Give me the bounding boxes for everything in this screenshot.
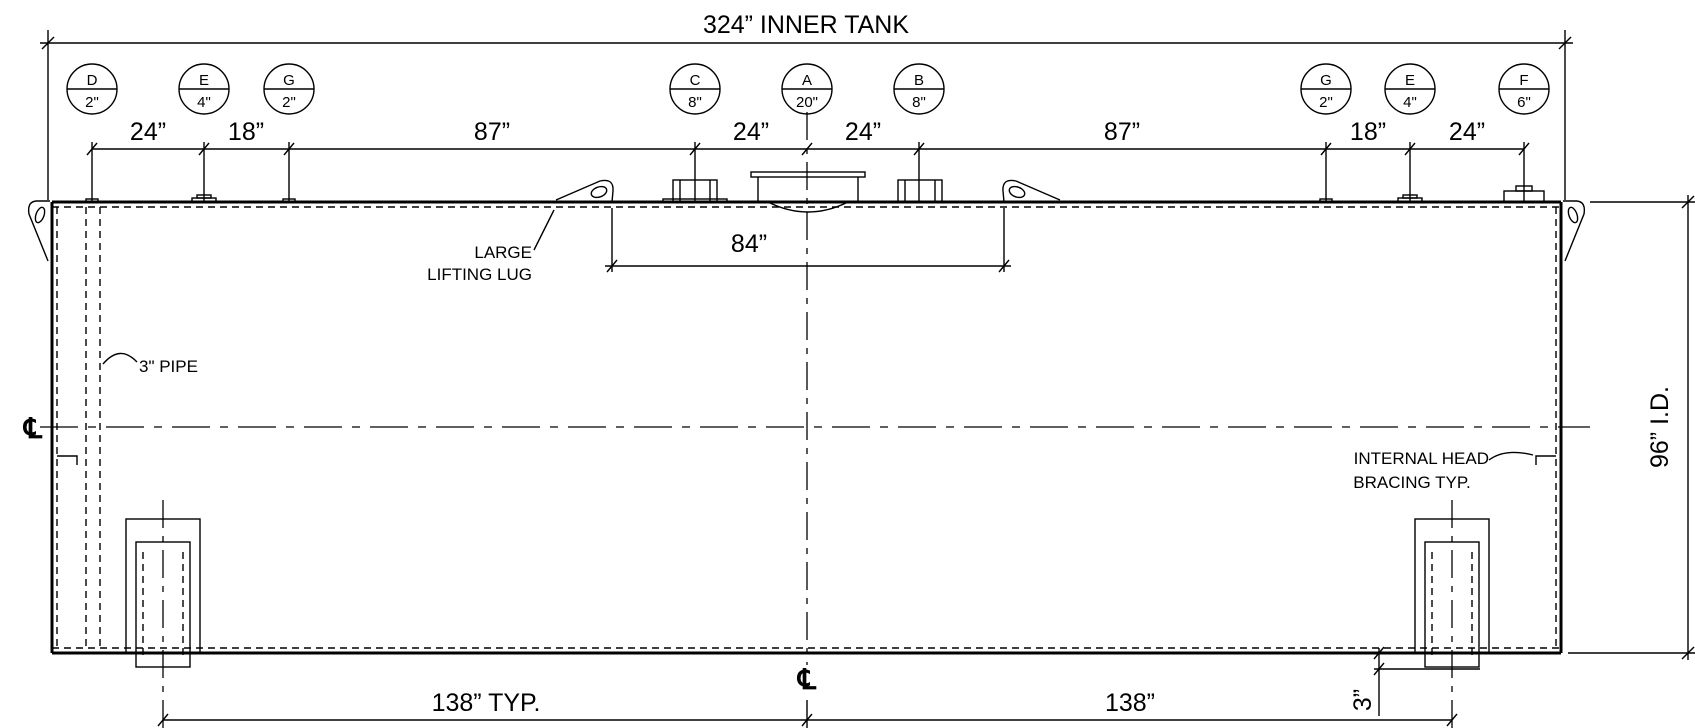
- nozzle-tag-g-right: G 2": [1300, 63, 1352, 115]
- nozzle-tag-g: G 2": [263, 63, 315, 115]
- nozzle-b-body: [897, 179, 943, 203]
- nozzle-tag-letter: A: [802, 72, 812, 89]
- dimension-label: 18”: [228, 118, 264, 146]
- saddle-left: [125, 500, 201, 728]
- lifting-lug-note-line2: LIFTING LUG: [427, 265, 532, 284]
- dimension-label: 24”: [845, 118, 881, 146]
- height-label: 96” I.D.: [1646, 386, 1674, 468]
- nozzle-tag-letter: G: [1320, 72, 1332, 89]
- nozzle-tag-letter: E: [1405, 72, 1415, 89]
- lifting-lug-left: [555, 179, 614, 203]
- clearance-dimension: 3”: [1349, 646, 1480, 716]
- nozzle-tag-size: 8": [912, 94, 926, 111]
- pipe-3in: 3" PIPE: [85, 207, 198, 650]
- nozzle-tag-e-right: E 4": [1384, 63, 1436, 115]
- nozzle-tag-size: 8": [688, 94, 702, 111]
- centerline-symbol: ℄: [796, 663, 817, 696]
- nozzle-tag-letter: B: [914, 72, 924, 89]
- nozzle-g-stub-right: [1319, 198, 1333, 203]
- nozzle-tag-size: 20": [796, 94, 818, 111]
- end-lug-right: [1563, 200, 1586, 262]
- overall-dimension-label: 324” INNER TANK: [703, 11, 909, 39]
- dimension-label: 87”: [1104, 118, 1140, 146]
- nozzle-f-stub: [1503, 185, 1545, 203]
- saddle-right: [1414, 500, 1490, 728]
- lifting-lug-note-line1: LARGE: [474, 243, 532, 262]
- bracing-note-line1: INTERNAL HEAD: [1354, 449, 1489, 468]
- nozzle-g-stub: [282, 198, 296, 203]
- saddle-spacing-left-label: 138” TYP.: [432, 689, 541, 717]
- head-bracing-left: [57, 455, 78, 465]
- dimension-label: 87”: [474, 118, 510, 146]
- head-bracing-right: [1535, 455, 1556, 465]
- nozzle-tag-size: 2": [282, 94, 296, 111]
- nozzle-tag-letter: D: [87, 72, 98, 89]
- bracing-note: INTERNAL HEAD BRACING TYP.: [1353, 449, 1534, 492]
- manway-a: [750, 171, 866, 213]
- nozzle-c-body: [662, 179, 728, 203]
- saddle-spacing-right-label: 138”: [1105, 689, 1155, 717]
- lifting-lug-note: LARGE LIFTING LUG: [427, 209, 555, 284]
- pipe-note: 3" PIPE: [139, 357, 198, 376]
- bracing-note-line2: BRACING TYP.: [1353, 473, 1470, 492]
- lug-spacing-label: 84”: [731, 230, 767, 258]
- nozzle-tag-a: A 20": [781, 63, 833, 115]
- vertical-centerline: ℄: [796, 112, 817, 696]
- dimension-label: 18”: [1350, 118, 1386, 146]
- lifting-lug-right: [1002, 179, 1061, 203]
- nozzle-tag-f: F 6": [1498, 63, 1550, 115]
- horizontal-centerline: ℄: [22, 412, 1590, 445]
- nozzle-e-stub: [191, 194, 217, 203]
- nozzle-e-stub-right: [1397, 194, 1423, 203]
- lug-spacing-dimension: 84”: [605, 208, 1011, 273]
- centerline-symbol: ℄: [22, 412, 43, 445]
- dimension-label: 24”: [130, 118, 166, 146]
- saddle-spacing-dimensions: 138” TYP. 138”: [157, 689, 1458, 728]
- overall-dimension: 324” INNER TANK: [40, 11, 1573, 200]
- nozzle-tag-letter: G: [283, 72, 295, 89]
- nozzle-tag-d: D 2": [66, 63, 118, 115]
- nozzle-tag-letter: C: [690, 72, 701, 89]
- nozzle-d-stub: [85, 198, 99, 203]
- nozzle-tag-c: C 8": [669, 63, 721, 115]
- dimension-label: 24”: [1449, 118, 1485, 146]
- nozzle-tag-letter: F: [1519, 72, 1528, 89]
- nozzle-spacing-dimensions: 24” 18” 87” 24” 24” 87” 18” 24”: [86, 118, 1530, 202]
- clearance-label: 3”: [1349, 689, 1377, 711]
- nozzle-tag-b: B 8": [893, 63, 945, 115]
- nozzle-tag-size: 4": [1403, 94, 1417, 111]
- height-dimension: 96” I.D.: [1568, 195, 1695, 660]
- nozzle-tag-size: 4": [197, 94, 211, 111]
- nozzle-tags: D 2" E 4" G 2" C 8" A 20": [66, 63, 1550, 115]
- nozzle-tag-e: E 4": [178, 63, 230, 115]
- nozzle-tag-letter: E: [199, 72, 209, 89]
- dimension-label: 24”: [733, 118, 769, 146]
- nozzle-tag-size: 6": [1517, 94, 1531, 111]
- end-lug-left: [27, 200, 50, 262]
- nozzle-tag-size: 2": [85, 94, 99, 111]
- nozzle-tag-size: 2": [1319, 94, 1333, 111]
